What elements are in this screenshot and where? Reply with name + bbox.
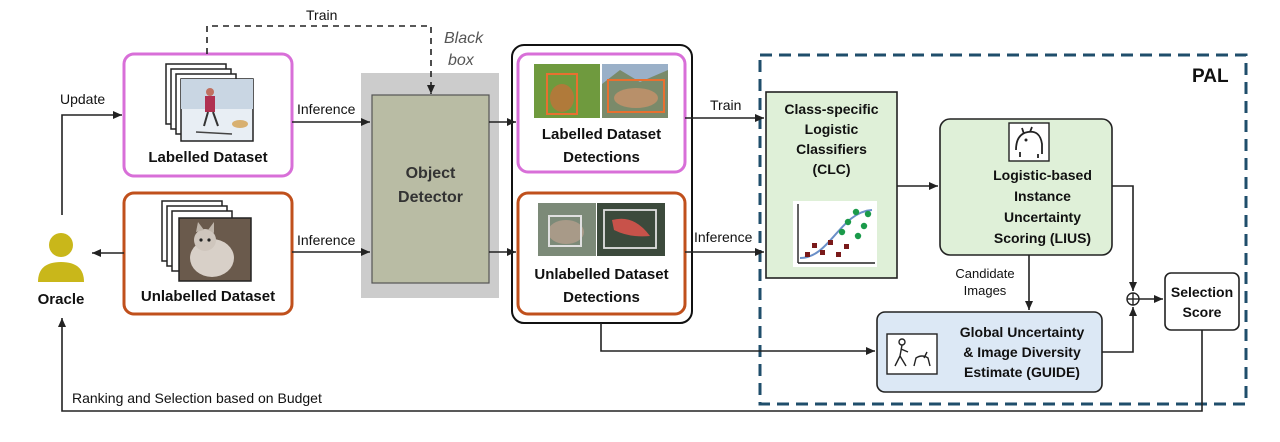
object-detector-box [371, 94, 490, 284]
clc-line-3: Classifiers [796, 141, 867, 157]
lius-line-3: Uncertainty [1003, 209, 1082, 225]
inference-bottom-label: Inference [297, 232, 356, 248]
selection-line-2: Score [1182, 304, 1222, 320]
clc-line-4: (CLC) [812, 161, 851, 177]
inference-right-label: Inference [694, 229, 753, 245]
labelled-detections-label-1: Labelled Dataset [541, 126, 662, 143]
labelled-dataset-title: Labelled Dataset [148, 149, 268, 166]
oracle-label: Oracle [37, 291, 85, 308]
selection-line-1: Selection [1170, 284, 1234, 300]
candidate-line-1: Candidate [955, 266, 1015, 281]
guide-label: Global Uncertainty & Image Diversity Est… [942, 322, 1102, 382]
sum-icon [1126, 292, 1140, 306]
ski-photo-icon [165, 63, 254, 142]
inference-top-label: Inference [297, 101, 356, 117]
object-detector-label-2: Detector [398, 189, 463, 206]
lius-line-1: Logistic-based [993, 167, 1092, 183]
guide-line-1: Global Uncertainty [959, 324, 1085, 340]
black-box-label-1: Black [444, 30, 484, 47]
unlabelled-dataset-title: Unlabelled Dataset [140, 288, 276, 305]
clc-line-2: Logistic [804, 121, 859, 137]
labelled-detections-label-2: Detections [563, 149, 640, 166]
guide-line-3: Estimate (GUIDE) [964, 364, 1080, 380]
lius-line-4: Scoring (LIUS) [993, 230, 1092, 246]
connectors [58, 25, 1203, 412]
black-box-label-2: box [448, 52, 474, 69]
pal-label: PAL [1192, 66, 1229, 87]
cat-photo-icon [161, 200, 252, 282]
walk-dog-icon [886, 333, 938, 375]
unlabelled-detections-label-2: Detections [563, 289, 640, 306]
ranking-label: Ranking and Selection based on Budget [72, 390, 322, 406]
candidate-line-2: Images [963, 283, 1007, 298]
guide-line-2: & Image Diversity [963, 344, 1081, 360]
selection-score-label: Selection Score [1165, 282, 1239, 322]
candidate-images-label: Candidate Images [945, 265, 1025, 299]
scatter-plot-icon [793, 201, 877, 267]
clc-label: Class-specific Logistic Classifiers (CLC… [766, 99, 897, 179]
update-label: Update [60, 91, 106, 107]
train-top-label: Train [306, 7, 338, 23]
dog-detection-image [534, 64, 668, 118]
dog-icon [1008, 122, 1050, 162]
unlabelled-detections-label-1: Unlabelled Dataset [534, 266, 669, 283]
person-icon [38, 233, 84, 282]
train-right-label: Train [710, 97, 742, 113]
clc-line-1: Class-specific [784, 101, 879, 117]
cat-bird-detection-image [538, 203, 665, 256]
lius-line-2: Instance [1014, 188, 1071, 204]
lius-box [939, 118, 1113, 256]
object-detector-label-1: Object [405, 165, 456, 182]
lius-label: Logistic-based Instance Uncertainty Scor… [970, 165, 1115, 249]
